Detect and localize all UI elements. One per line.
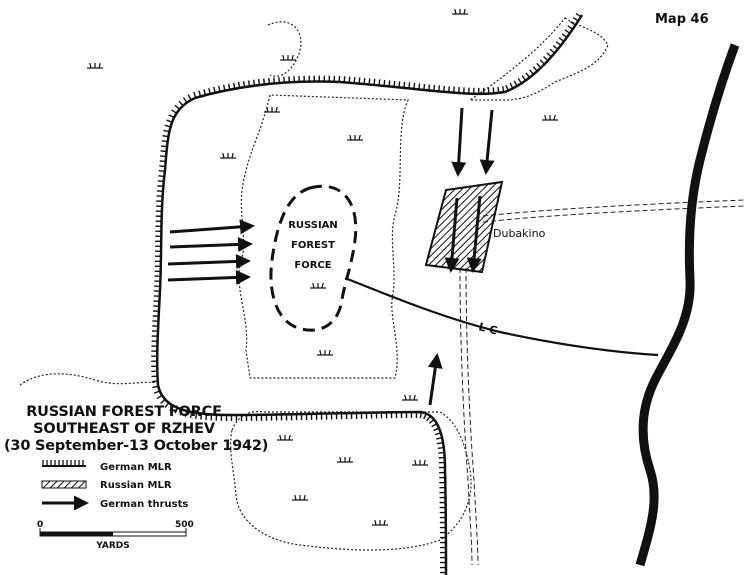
river [635,43,740,567]
thrust-arrow-3 [167,253,251,269]
forest-upper [238,94,409,379]
pocket-label-line2: FOREST [291,240,335,251]
russian-pocket-boundary [269,184,358,332]
thrust-arrow-inner-1 [444,197,460,273]
pocket-label-line3: FORCE [294,260,331,271]
title-line-2: SOUTHEAST OF RZHEV [33,421,215,437]
thrust-arrow-south [427,353,443,406]
line-of-contact [344,276,659,357]
thrust-arrow-1 [169,219,255,235]
scale-max: 500 [175,520,194,530]
forest-lower [230,410,472,551]
marsh-symbols [87,8,558,526]
thrust-arrow-4 [167,269,251,285]
roads [459,199,746,566]
legend: German MLR Russian MLR German thrusts [41,460,188,511]
forest-areas [19,17,609,551]
title-line-1: RUSSIAN FOREST FORCE [26,404,222,420]
scale-bar: 0 500 YARDS [37,520,194,551]
pocket-label-line1: RUSSIAN [288,220,338,231]
map-title: RUSSIAN FOREST FORCE SOUTHEAST OF RZHEV … [4,404,269,455]
forest-top-left [267,21,302,77]
legend-german-thrusts: German thrusts [100,499,188,510]
forest-left [19,373,161,386]
thrust-arrow-2 [169,236,253,252]
thrust-arrow-inner-2 [466,195,482,273]
title-line-3: (30 September-13 October 1942) [4,438,269,454]
forest-upper-right [468,17,609,101]
scale-min: 0 [37,520,43,530]
legend-russian-mlr: Russian MLR [100,480,172,491]
german-thrusts [167,107,495,406]
german-mlr-ticks [151,12,582,574]
legend-german-mlr: German MLR [100,462,172,473]
thrust-arrow-north-1 [451,107,467,177]
scale-unit: YARDS [95,541,130,551]
line-of-contact-label: L C [477,320,499,337]
russian-mlr-block [424,180,504,274]
village-label: Dubakino [493,227,546,240]
thrust-arrow-north-2 [479,109,495,175]
map-number: Map 46 [655,12,709,27]
